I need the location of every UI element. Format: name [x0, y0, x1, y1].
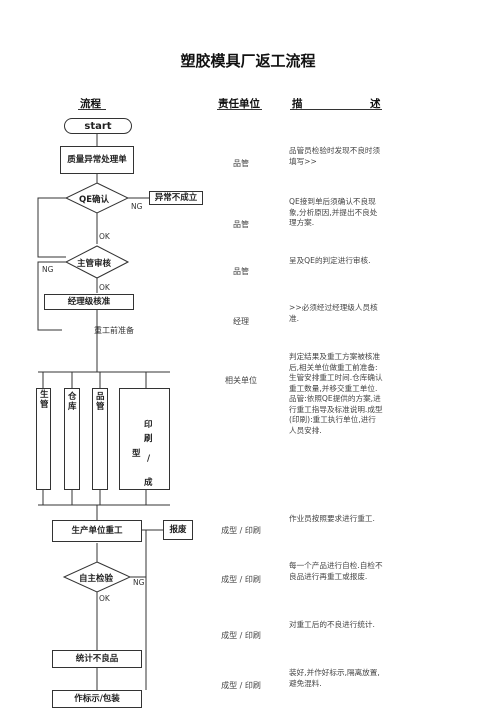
row-3-description: 呈及QE的判定进行审核.: [289, 256, 371, 265]
header-flow-underline: [78, 109, 106, 110]
row-2-description: QE接到单后须确认不良现象,分析原因,并提出不良处理方案.: [289, 197, 378, 227]
qe-confirm-diamond: [64, 182, 130, 214]
row-9-description: 装好,并作好标示,隔离放置,避免混料.: [289, 668, 380, 688]
production-control-label: 生管: [40, 390, 49, 410]
manager-approve-box: 经理级核准: [44, 294, 134, 310]
molding-printing-box: [119, 388, 170, 490]
molding-label-2: 成: [144, 478, 153, 488]
row-2-responsibility: 品管: [233, 220, 249, 229]
quality-control-box: [92, 388, 108, 490]
header-responsibility-underline: [217, 109, 262, 110]
printing-label-1: 印: [144, 420, 153, 430]
production-rework-box: 生产单位重工: [52, 520, 142, 542]
self-check-ng-label: NG: [133, 578, 145, 587]
row-1-description: 品管员检验时发现不良时须填写>>: [289, 146, 381, 166]
row-6-description: 作业员按照要求进行重工.: [289, 514, 375, 523]
row-7-responsibility: 成型 / 印刷: [221, 575, 261, 584]
row-9-responsibility: 成型 / 印刷: [221, 681, 261, 690]
warehouse-box: [64, 388, 80, 490]
qe-ng-label: NG: [131, 202, 143, 211]
header-flow: 流程: [80, 98, 101, 110]
production-control-box: [36, 388, 51, 490]
row-3-responsibility: 品管: [233, 267, 249, 276]
qe-confirm-label: QE确认: [79, 195, 110, 205]
quality-report-box: 质量异常处理单: [60, 146, 134, 174]
row-4-responsibility: 经理: [233, 317, 249, 326]
label-pack-box: 作标示/包装: [52, 690, 142, 708]
row-4-description: >>必须经过经理级人员核准.: [289, 303, 378, 323]
scrap-box: 报废: [163, 520, 193, 540]
supervisor-ng-label: NG: [42, 265, 54, 274]
row-1-responsibility: 品管: [233, 159, 249, 168]
row-8-description: 对重工后的不良进行统计.: [289, 620, 375, 629]
row-7-description: 每一个产品进行自检.自检不良品进行再重工或报废.: [289, 561, 383, 581]
molding-label: 型: [132, 449, 141, 459]
quality-control-label: 品管: [96, 392, 105, 412]
row-5-description: 判定结果及重工方案被核准后,相关单位做重工前准备:生管安排重工时间.仓库确认重工…: [289, 352, 383, 435]
self-check-label: 自主检验: [79, 574, 114, 584]
count-defects-box: 统计不良品: [52, 650, 142, 668]
self-check-diamond: [62, 561, 132, 593]
row-8-responsibility: 成型 / 印刷: [221, 631, 261, 640]
header-description-left: 描: [292, 98, 303, 110]
not-valid-box: 异常不成立: [149, 191, 203, 205]
supervisor-review-label: 主管审核: [77, 259, 112, 269]
header-description-underline: [290, 109, 382, 110]
rework-prep-label: 重工前准备: [94, 326, 134, 335]
supervisor-ok-label: OK: [99, 283, 110, 292]
start-node: start: [64, 118, 132, 134]
page-title: 塑胶模具厂返工流程: [180, 52, 316, 70]
supervisor-review-diamond: [64, 245, 130, 279]
warehouse-label: 仓库: [68, 392, 77, 412]
self-check-ok-label: OK: [99, 594, 110, 603]
row-6-responsibility: 成型 / 印刷: [221, 526, 261, 535]
slash-label: /: [147, 454, 151, 464]
printing-label-2: 刷: [144, 434, 153, 444]
row-5-responsibility: 相关单位: [225, 376, 257, 385]
header-description-right: 述: [370, 98, 381, 110]
header-responsibility: 责任单位: [218, 98, 260, 110]
qe-ok-label: OK: [99, 232, 110, 241]
